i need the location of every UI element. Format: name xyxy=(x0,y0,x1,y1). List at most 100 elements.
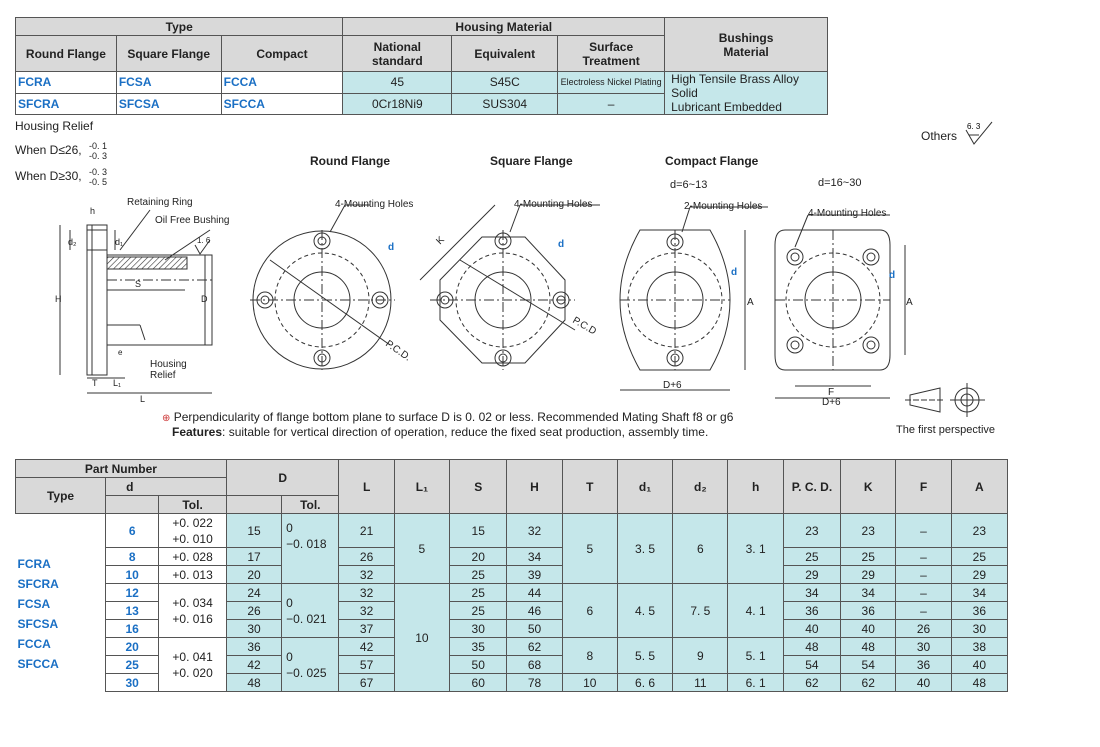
K-value: 54 xyxy=(840,655,897,674)
pcd-value: 54 xyxy=(782,655,842,674)
D-value: 26 xyxy=(225,601,283,620)
pcd-value: 29 xyxy=(782,565,842,584)
L-value: 21 xyxy=(338,513,395,548)
type-code: FCCA xyxy=(17,637,51,651)
d2-value: 6 xyxy=(672,513,729,584)
roughness-value: 1. 6 xyxy=(197,236,211,245)
compact-small-a-label: A xyxy=(747,297,754,308)
tol-upper: -0. 1 xyxy=(88,141,107,151)
d-value: 16 xyxy=(105,619,160,638)
d1-value: 3. 5 xyxy=(616,513,674,584)
side-d1-label: d₁ xyxy=(115,237,123,247)
side-d-label: D xyxy=(201,294,208,304)
type-code: FCCA xyxy=(220,71,344,94)
compact-large-f-label: F xyxy=(828,387,834,398)
D-value: 24 xyxy=(225,583,283,602)
type-code: SFCRA xyxy=(15,92,117,115)
d-value: 6 xyxy=(105,513,160,548)
h-value: 6. 1 xyxy=(727,673,784,692)
type-code: SFCCA xyxy=(17,657,59,671)
H-value: 68 xyxy=(506,655,563,674)
col-d2-header: d₂ xyxy=(672,459,729,514)
round-flange-title: Round Flange xyxy=(310,154,390,168)
d1-value: 6. 6 xyxy=(616,673,674,692)
type-code: FCSA xyxy=(17,597,51,611)
h-value: 3. 1 xyxy=(727,513,784,584)
round-d-label: d xyxy=(388,242,394,253)
surface-treatment-value: – xyxy=(557,92,666,115)
type-code: FCRA xyxy=(17,557,51,571)
compact-range-small: d=6~13 xyxy=(670,179,707,191)
d-tol: +0. 034+0. 016 xyxy=(158,583,227,638)
D-tol: 0−0. 018 xyxy=(281,513,340,584)
compact-large-holes-label: 4-Mounting Holes xyxy=(808,208,886,219)
col-K-header: K xyxy=(840,459,897,514)
pcd-value: 40 xyxy=(782,619,842,638)
d-value: 30 xyxy=(105,673,160,692)
S-value: 30 xyxy=(449,619,508,638)
tol-upper: +0. 022 xyxy=(172,515,213,530)
A-value: 34 xyxy=(950,583,1009,602)
type-list: FCRA SFCRA FCSA SFCSA FCCA SFCCA xyxy=(16,514,106,692)
d2-value: 11 xyxy=(672,673,729,692)
K-value: 62 xyxy=(840,673,897,692)
tol-lower: +0. 010 xyxy=(172,531,213,546)
bushings-material-header: Bushings Material xyxy=(664,17,828,72)
D-value: 15 xyxy=(225,513,283,548)
H-value: 34 xyxy=(506,547,563,566)
tol-upper: +0. 034 xyxy=(172,595,213,610)
col-T-header: T xyxy=(561,459,618,514)
side-e-label: e xyxy=(118,348,123,357)
d-value: 25 xyxy=(105,655,160,674)
tol-lower: +0. 016 xyxy=(172,611,213,626)
d-value: 13 xyxy=(105,601,160,620)
H-value: 39 xyxy=(506,565,563,584)
F-value: – xyxy=(895,601,952,620)
A-value: 48 xyxy=(950,673,1009,692)
type-code: SFCSA xyxy=(17,617,59,631)
S-value: 25 xyxy=(449,583,508,602)
part-number-table: Part Number D L L₁ S H T d₁ d₂ h P. C. D… xyxy=(14,459,1009,692)
relief-tol-2: -0. 3-0. 5 xyxy=(89,167,107,187)
L1-value: 10 xyxy=(393,583,451,692)
d2-value: 9 xyxy=(672,637,729,674)
K-value: 40 xyxy=(840,619,897,638)
d-value: 12 xyxy=(105,583,160,602)
D-value: 30 xyxy=(225,619,283,638)
col-d-header: d xyxy=(105,477,227,496)
D-tol: 0−0. 021 xyxy=(281,583,340,638)
side-t-label: T xyxy=(92,378,98,388)
round-holes-label: 4-Mounting Holes xyxy=(335,199,413,210)
D-value: 17 xyxy=(225,547,283,566)
technical-drawings: Round Flange Square Flange Compact Flang… xyxy=(55,154,995,436)
L-value: 57 xyxy=(338,655,395,674)
compact-flange-large-drawing xyxy=(774,214,906,399)
col-L1-header: L₁ xyxy=(393,459,451,514)
K-value: 23 xyxy=(840,513,897,548)
tol-lower: -0. 3 xyxy=(88,151,107,161)
col-H-header: H xyxy=(506,459,563,514)
side-l-label: L xyxy=(140,394,145,404)
compact-small-d-label: d xyxy=(731,267,737,278)
tol-lower: +0. 020 xyxy=(172,665,213,680)
H-value: 62 xyxy=(506,637,563,656)
relief-rule-2: When D≥30, -0. 3-0. 5 xyxy=(15,167,107,187)
national-standard-value: 45 xyxy=(342,71,453,94)
first-perspective-symbol-icon xyxy=(905,383,985,417)
tol-upper: +0. 041 xyxy=(172,649,213,664)
d2-value: 7. 5 xyxy=(672,583,729,638)
side-h-label: H xyxy=(55,294,62,304)
features-text: : suitable for vertical direction of ope… xyxy=(222,425,709,439)
equivalent-header: Equivalent xyxy=(451,35,559,72)
S-value: 60 xyxy=(449,673,508,692)
bushing-line-1: High Tensile Brass Alloy Solid xyxy=(671,72,799,100)
tol-upper: 0 xyxy=(286,521,293,535)
K-value: 34 xyxy=(840,583,897,602)
L-value: 32 xyxy=(338,601,395,620)
perpendicularity-note: ⊕ Perpendicularity of flange bottom plan… xyxy=(162,410,733,424)
col-F-header: F xyxy=(895,459,952,514)
col-A-header: A xyxy=(950,459,1009,514)
note-marker-icon: ⊕ xyxy=(162,413,171,424)
round-flange-header: Round Flange xyxy=(15,35,117,72)
col-d1-header: d₁ xyxy=(616,459,674,514)
